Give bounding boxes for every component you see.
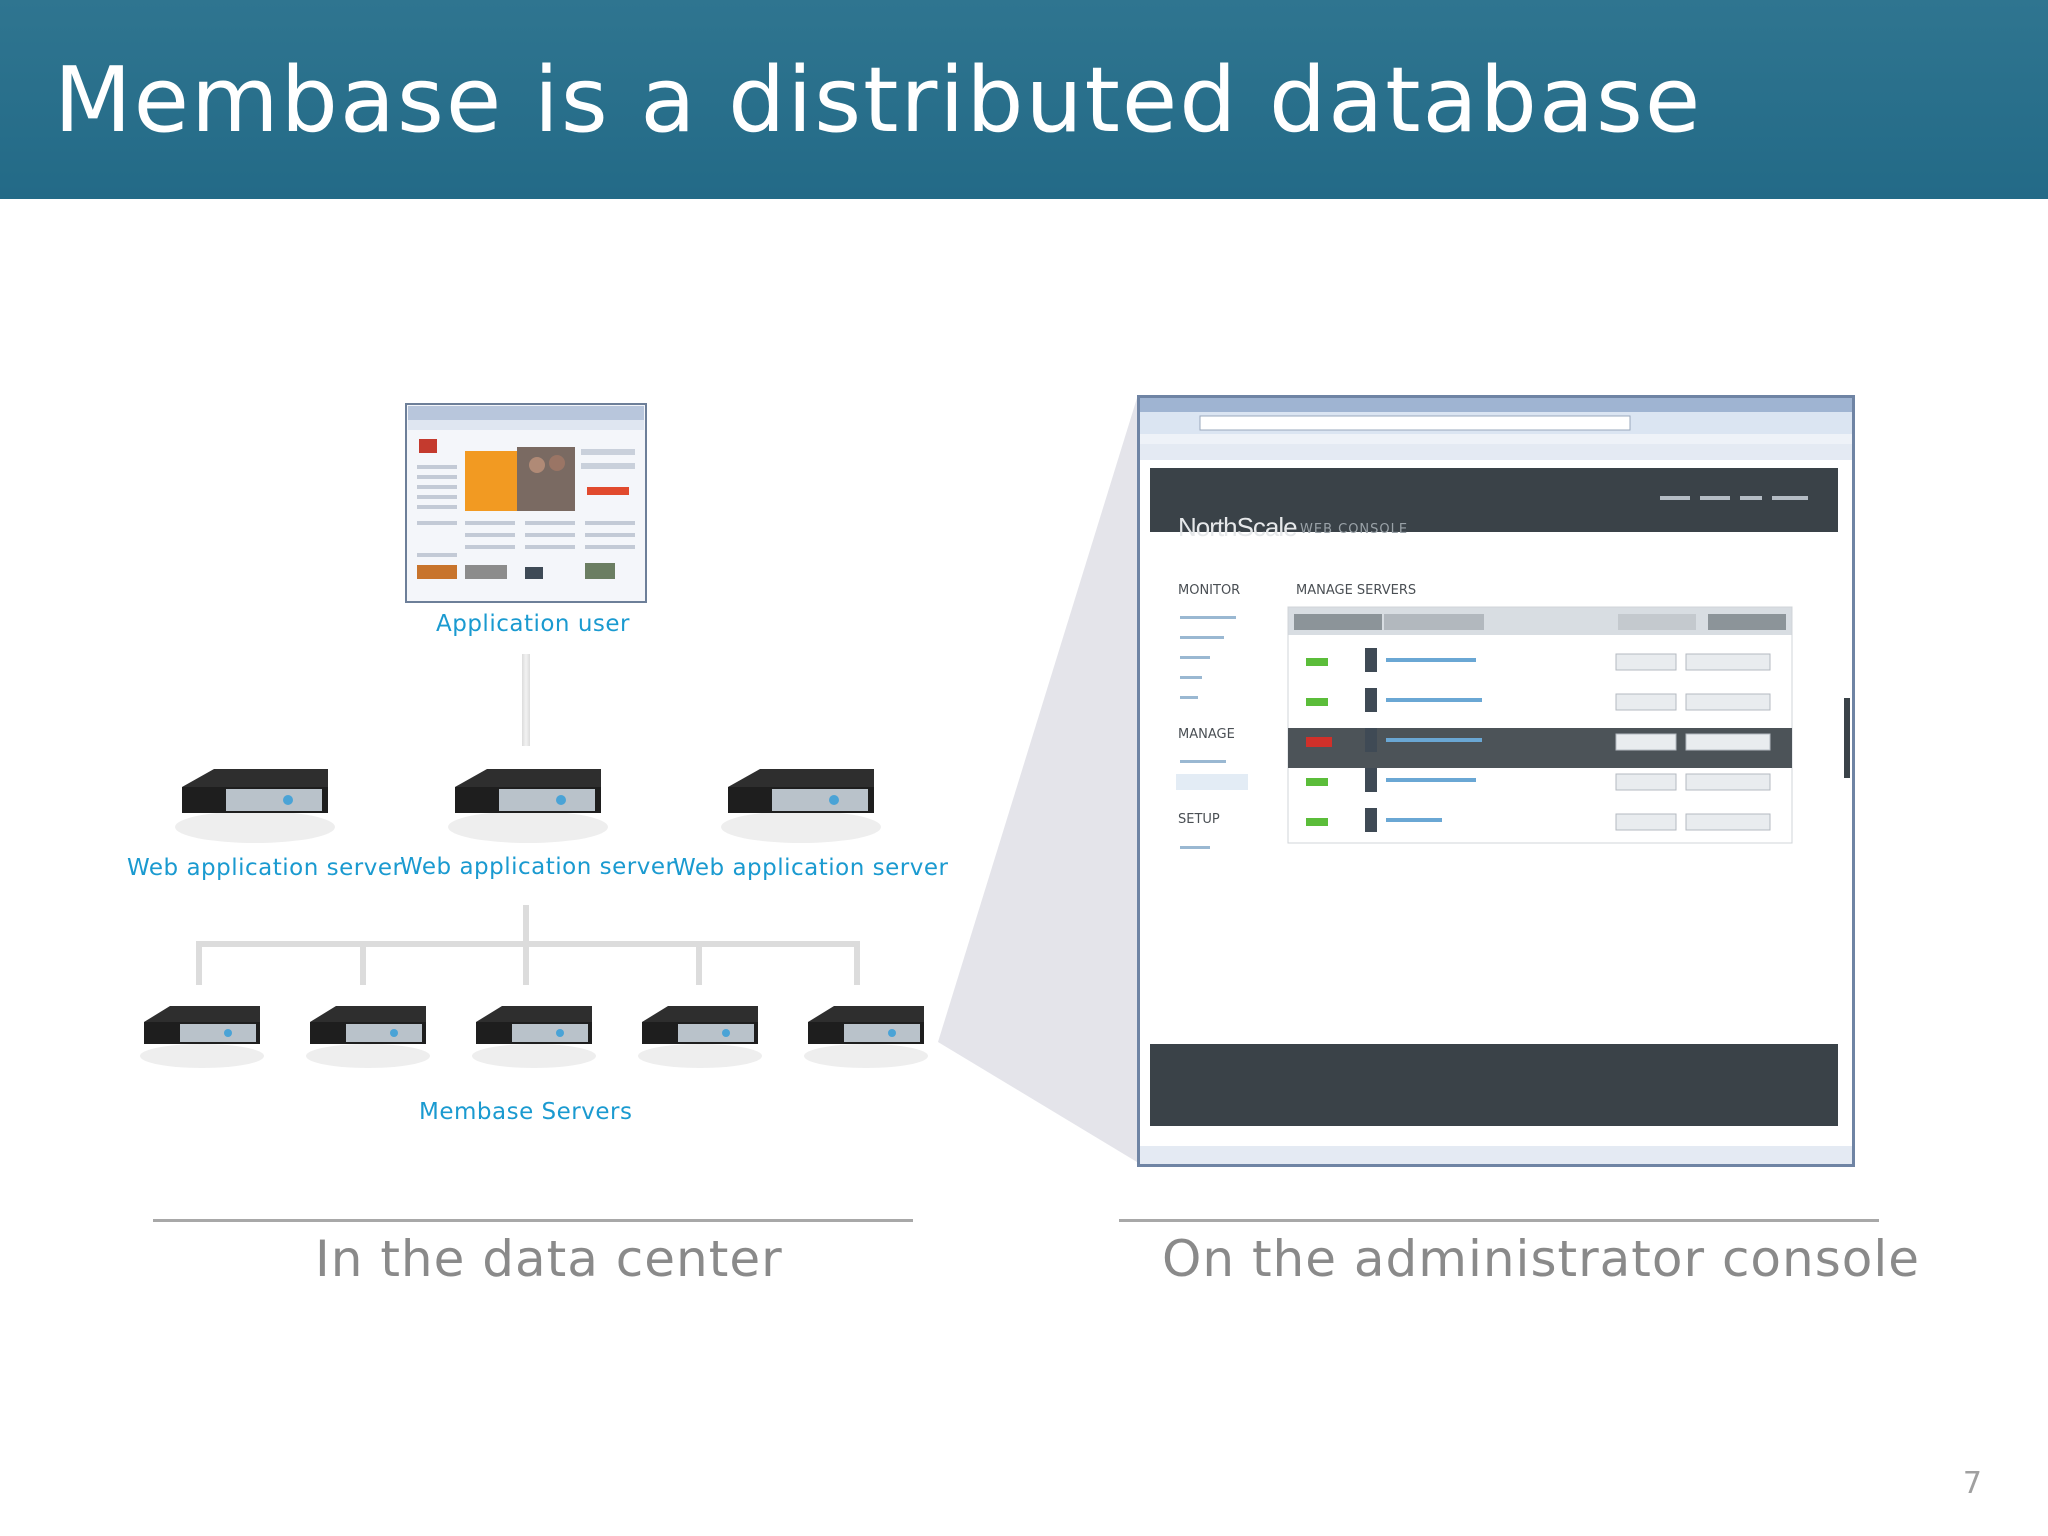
web-server-label-3: Web application server (673, 855, 949, 881)
membase-server-3 (468, 1002, 598, 1076)
user-link-line (522, 654, 530, 746)
console-brand: NorthScale (1178, 512, 1298, 542)
web-server-label-1: Web application server (127, 855, 403, 881)
nav-heading-monitor: MONITOR (1178, 583, 1241, 598)
membase-server-5 (800, 1002, 930, 1076)
nav-heading-setup: SETUP (1178, 812, 1220, 827)
left-caption-rule (153, 1219, 913, 1222)
membase-server-4 (634, 1002, 764, 1076)
manage-servers-title: MANAGE SERVERS (1296, 583, 1417, 598)
left-caption: In the data center (315, 1230, 783, 1288)
web-server-1 (170, 765, 340, 851)
web-server-2 (443, 765, 613, 851)
web-server-3 (716, 765, 886, 851)
zoom-wedge (930, 390, 1140, 1170)
web-server-label-2: Web application server (400, 854, 676, 880)
membase-server-2 (302, 1002, 432, 1076)
admin-console-screenshot: NorthScale WEB CONSOLE MONITOR MANAGE SE… (1137, 395, 1855, 1167)
right-caption: On the administrator console (1162, 1230, 1921, 1288)
app-user-screen (405, 403, 647, 603)
page-number: 7 (1962, 1466, 1982, 1501)
console-subtitle: WEB CONSOLE (1300, 522, 1409, 537)
app-user-label: Application user (436, 611, 630, 637)
title-bar: Membase is a distributed database (0, 0, 2048, 199)
membase-servers-label: Membase Servers (419, 1099, 633, 1125)
right-caption-rule (1119, 1219, 1879, 1222)
slide-title: Membase is a distributed database (54, 48, 1703, 153)
cluster-connector (190, 905, 870, 985)
membase-server-1 (136, 1002, 266, 1076)
nav-heading-manage: MANAGE (1178, 727, 1235, 742)
